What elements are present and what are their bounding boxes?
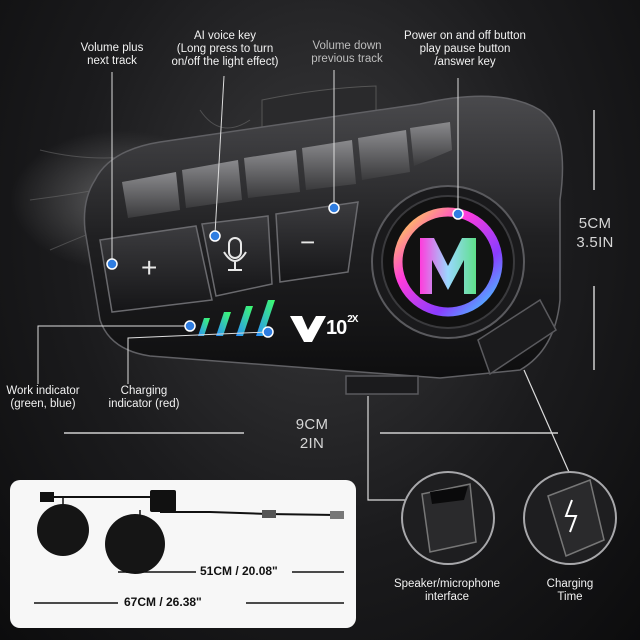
brand-v-icon xyxy=(290,316,326,342)
brand-model-suffix: 2X xyxy=(347,314,358,325)
volume-down-label: Volume down previous track xyxy=(311,40,383,65)
top-ribs xyxy=(122,122,452,218)
work-indicator-label: Work indicator (green, blue) xyxy=(6,385,80,410)
cable-short-length: 51CM / 20.08" xyxy=(200,564,278,578)
volume-plus-button xyxy=(99,225,213,313)
speaker-port xyxy=(345,375,419,395)
width-dimension: 9CM 2IN xyxy=(295,416,329,452)
charging-indicator-label: Charging indicator (red) xyxy=(108,385,180,410)
power-button-graphic xyxy=(371,185,525,339)
speaker-pad-left xyxy=(37,504,89,556)
callout-lines xyxy=(37,70,459,384)
charging-time-label: Charging Time xyxy=(546,578,594,603)
charging-time-inset xyxy=(523,471,617,565)
volume-down-button xyxy=(275,201,359,283)
speaker-interface-inset xyxy=(401,471,495,565)
microphone-icon xyxy=(223,237,247,271)
power-button-label: Power on and off button play pause butto… xyxy=(404,30,526,68)
charging-port xyxy=(477,298,557,376)
brand-model: 102X xyxy=(326,314,359,340)
cable-long-length: 67CM / 26.38" xyxy=(124,595,202,609)
speaker-pad-right xyxy=(105,514,165,574)
speaker-interface-label: Speaker/microphone interface xyxy=(393,578,501,603)
cable-dimension-lines xyxy=(34,571,344,604)
callout-dots xyxy=(106,202,464,338)
cable-illustration xyxy=(37,490,344,574)
minus-symbol: − xyxy=(300,227,316,257)
brand-model-number: 10 xyxy=(326,317,347,339)
volume-plus-label: Volume plus next track xyxy=(80,42,144,67)
height-dimension: 5CM 3.5IN xyxy=(576,215,614,251)
dimension-lines xyxy=(64,110,595,434)
plus-symbol: + xyxy=(141,252,158,283)
indicator-leds xyxy=(198,300,275,336)
ai-voice-label: AI voice key (Long press to turn on/off … xyxy=(171,30,279,68)
